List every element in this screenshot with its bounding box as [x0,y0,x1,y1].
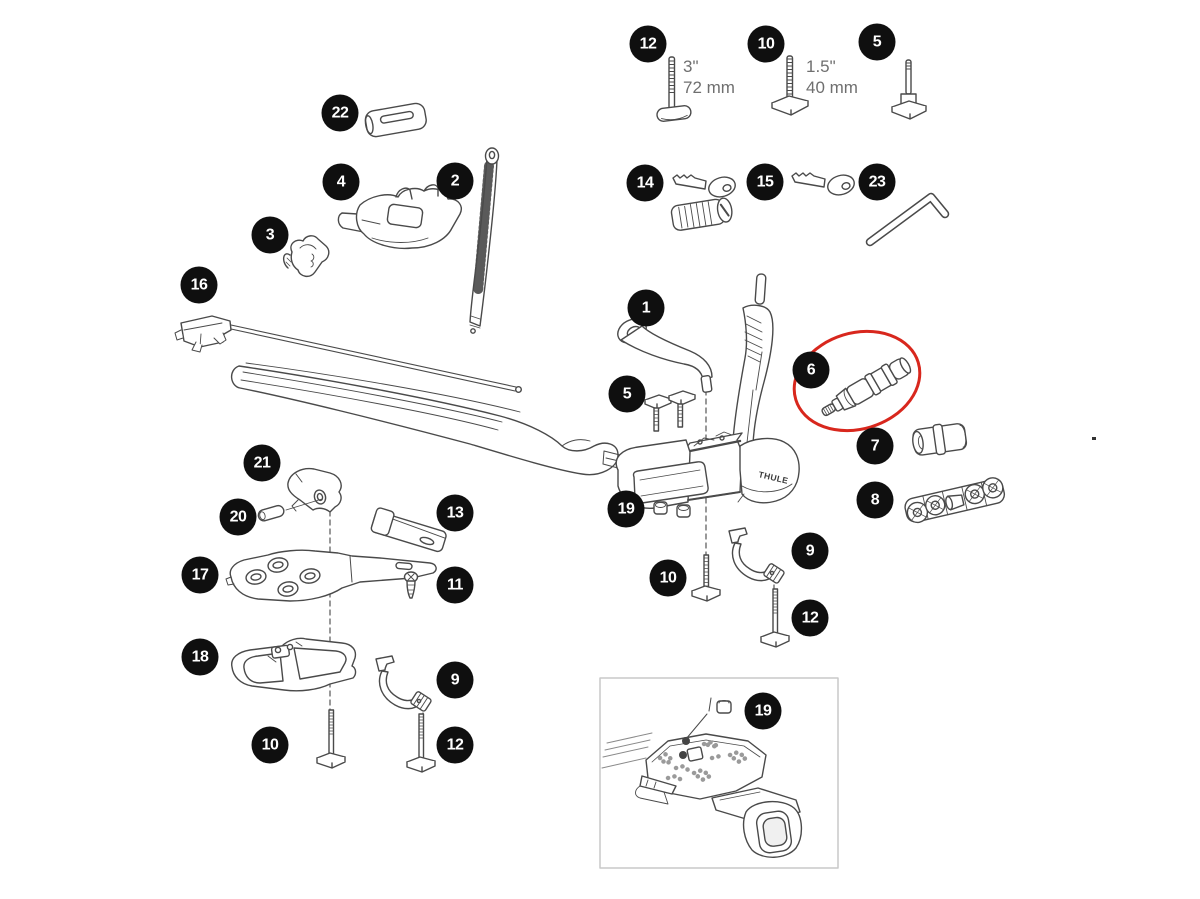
part-13-wedge [370,507,447,553]
part-badge-23: 23 [858,163,896,201]
inset-detail-box [599,677,839,869]
part-19-square-nuts [653,501,691,518]
nut-icon [716,700,732,714]
part-badge-10-left: 10 [251,726,289,764]
part-10-bolt-1-5in [771,55,809,116]
part-badge-12-top: 12 [629,25,667,63]
part-8-knob-sprue [904,477,1006,524]
part-badge-10-mid: 10 [649,559,687,597]
bolt-10-inches: 1.5" [806,57,836,76]
part-12-bolt-3in [656,56,692,122]
bolt-12-mm: 72 mm [683,78,735,97]
bolt-10-dimension-label: 1.5" 40 mm [806,56,858,98]
part-badge-15: 15 [746,163,784,201]
part-badge-11: 11 [436,566,474,604]
part-badge-9-left: 9 [436,661,474,699]
part-badge-4: 4 [322,163,360,201]
part-badge-20: 20 [219,498,257,536]
lever-strap-pin [754,273,767,305]
part-4-clamp-assembly [337,184,462,250]
part-7-adapter-sleeve [912,423,968,456]
part-18-frame-plate [231,637,357,692]
part-badge-7: 7 [856,427,894,465]
part-9-clamp-left [375,655,433,713]
part-badge-6: 6 [792,351,830,389]
part-badge-1: 1 [627,289,665,327]
artifact-dot [1092,437,1096,440]
carrier-body: THULE [615,431,800,509]
part-badge-14: 14 [626,164,664,202]
highlight-circle-part-6 [792,329,922,433]
part-badge-5-mid: 5 [608,375,646,413]
part-3-clamp-small [283,235,330,277]
part-15-key [791,172,855,196]
bolt-12-dimension-label: 3" 72 mm [683,56,735,98]
part-10-tbolt-left [316,709,346,769]
part-14-key-and-lock-cylinder [670,174,736,231]
part-badge-12-mid: 12 [791,599,829,637]
part-12-bolt-mid [760,588,790,648]
part-11-screw [403,571,419,599]
part-12-bolt-left [406,713,436,773]
part-21-hook-bracket [287,467,342,513]
part-badge-2: 2 [436,162,474,200]
part-22-buckle [364,102,427,138]
part-5-bolt-small [891,59,927,120]
part-badge-18: 18 [181,638,219,676]
part-23-allen-wrench [865,192,950,247]
part-6-axle-adapter [821,357,912,417]
part-2-wheel-strap [469,147,500,334]
part-badge-8: 8 [856,481,894,519]
part-5-tbolts-mid [644,390,696,432]
part-10-tbolt-mid [691,554,721,602]
part-20-pin [257,498,323,522]
part-badge-21: 21 [243,444,281,482]
part-badge-12-left: 12 [436,726,474,764]
part-badge-3: 3 [251,216,289,254]
part-badge-10-top: 10 [747,25,785,63]
part-badge-19-inset: 19 [744,692,782,730]
part-badge-17: 17 [181,556,219,594]
bolt-10-mm: 40 mm [806,78,858,97]
part-17-adapter-plate [225,549,437,602]
part-badge-5-top: 5 [858,23,896,61]
part-badge-19-mid: 19 [607,490,645,528]
part-badge-22: 22 [321,94,359,132]
part-badge-16: 16 [180,266,218,304]
part-badge-9-mid: 9 [791,532,829,570]
part-9-clamp-mid [728,527,786,585]
part-16-rail-assembly [174,315,621,476]
part-badge-13: 13 [436,494,474,532]
bolt-12-inches: 3" [683,57,699,76]
